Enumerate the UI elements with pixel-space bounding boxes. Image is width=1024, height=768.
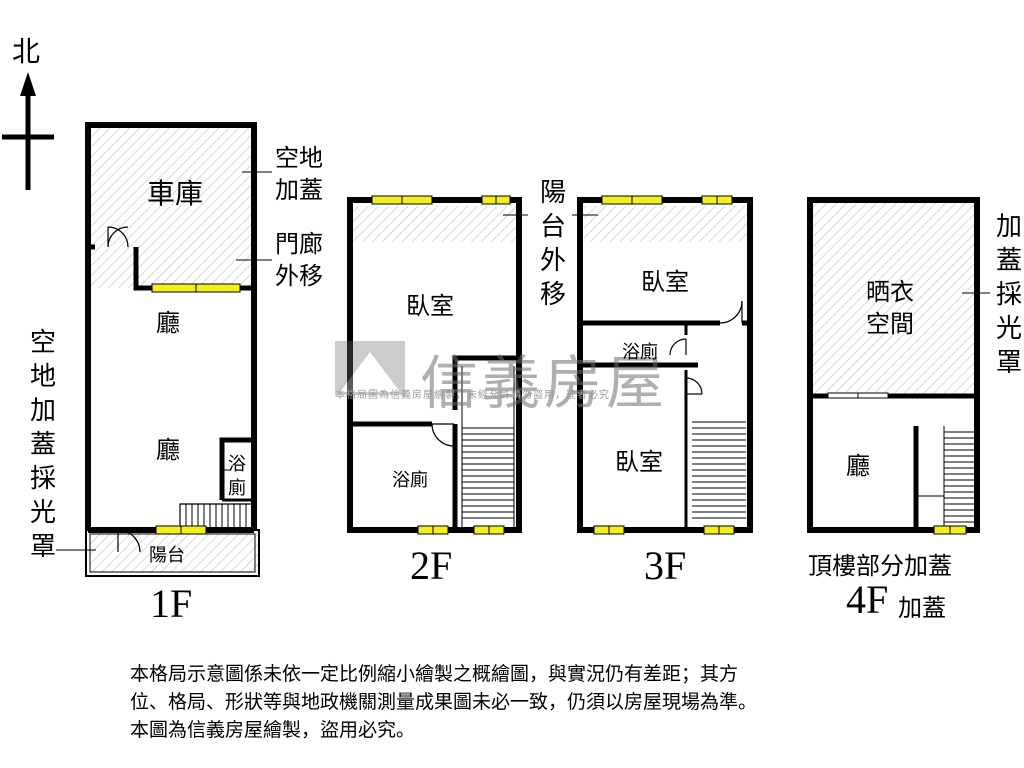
balcony-char: 移 — [539, 280, 566, 310]
floor-label-4f: 4F — [846, 577, 889, 622]
roof-skylight-char: 加 — [995, 212, 1022, 242]
floor-label-3f: 3F — [644, 543, 687, 588]
skylight-char: 採 — [29, 464, 56, 494]
skylight-char: 蓋 — [29, 430, 56, 460]
room-bath-3f: 浴廁 — [622, 342, 658, 363]
annotation-porch-1: 門廊 — [275, 230, 323, 258]
room-hall-bottom: 廳 — [156, 436, 180, 464]
drying-area — [813, 203, 974, 393]
watermark-brand: 信義房屋 — [420, 349, 669, 417]
disclaimer-line: 位、格局、形狀等與地政機關測量成果圖未必一致，仍須以房屋現場為準。 — [130, 691, 758, 713]
roof-skylight-char: 罩 — [995, 348, 1022, 378]
room-balcony: 陽台 — [149, 545, 185, 566]
stairs-2f — [461, 366, 515, 530]
room-bedroom-2f: 臥室 — [406, 292, 454, 320]
floor-3f-plan — [572, 195, 753, 535]
annotation-garage-addon-2: 加蓋 — [275, 176, 323, 204]
north-label: 北 — [12, 35, 41, 68]
floor-label-1f: 1F — [150, 581, 193, 626]
roof-addon-caption: 頂樓部分加蓋 — [808, 552, 952, 580]
balcony-area-2f — [353, 206, 516, 242]
annotation-garage-addon-1: 空地 — [275, 144, 323, 172]
annotation-porch-2: 外移 — [275, 262, 323, 290]
stairs-4f — [943, 426, 974, 530]
skylight-char: 地 — [29, 362, 56, 392]
room-bedroom-3f-bottom: 臥室 — [615, 448, 663, 476]
room-hall-4f: 廳 — [846, 452, 870, 480]
floor-2f-plan — [347, 195, 528, 535]
floor-label-4f-suffix: 加蓋 — [898, 594, 946, 622]
skylight-char: 罩 — [29, 532, 56, 562]
disclaimer-line: 本格局示意圖係未依一定比例縮小繪製之概繪圖，與實況仍有差距；其方 — [130, 663, 739, 685]
floor-4f-plan — [807, 197, 990, 535]
floor-1f-plan — [56, 122, 272, 577]
balcony-area-3f — [584, 206, 747, 242]
room-garage: 車庫 — [146, 177, 203, 210]
balcony-char: 陽 — [539, 178, 566, 208]
roof-skylight-char: 光 — [995, 314, 1022, 344]
floor-label-2f: 2F — [410, 543, 453, 588]
annotation-roof-skylight: 加 蓋 採 光 罩 — [992, 210, 1024, 380]
roof-skylight-char: 蓋 — [995, 246, 1022, 276]
garage-area — [91, 128, 251, 288]
room-bath-1: 浴 — [228, 454, 246, 475]
compass-arrow — [2, 72, 54, 190]
roof-skylight-char: 採 — [995, 280, 1022, 310]
room-bath-2f: 浴廁 — [392, 470, 428, 491]
disclaimer: 本格局示意圖係未依一定比例縮小繪製之概繪圖，與實況仍有差距；其方 位、格局、形狀… — [130, 660, 757, 744]
watermark-notice: 本格局圖為信義房屋繪製，未經允許請勿盜用，違者必究 — [335, 390, 610, 401]
room-drying-2: 空間 — [866, 310, 914, 338]
room-drying-1: 晒衣 — [866, 278, 914, 306]
skylight-char: 空 — [29, 328, 56, 358]
annotation-skylight-1f: 空 地 加 蓋 採 光 罩 — [26, 326, 60, 564]
room-bedroom-3f-top: 臥室 — [641, 268, 689, 296]
disclaimer-line: 本圖為信義房屋繪製，盜用必究。 — [130, 719, 416, 741]
skylight-char: 加 — [29, 396, 56, 426]
room-bath-2: 廁 — [228, 478, 246, 499]
stairs-3f — [692, 421, 746, 519]
skylight-char: 光 — [29, 498, 56, 528]
balcony-char: 外 — [539, 246, 566, 276]
room-hall-top: 廳 — [156, 309, 180, 337]
balcony-char: 台 — [539, 212, 566, 242]
watermark-logo — [335, 341, 405, 395]
annotation-balcony-out: 陽 台 外 移 — [536, 176, 570, 312]
